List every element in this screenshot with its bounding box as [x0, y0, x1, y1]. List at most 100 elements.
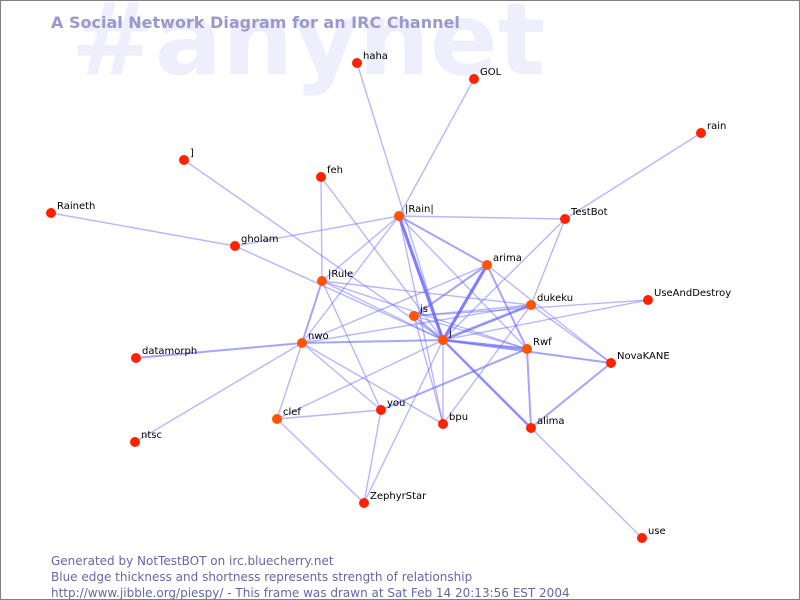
node-ZephyrStar [359, 498, 369, 508]
node-label-datamorph: datamorph [142, 346, 197, 357]
node-label-dukeku: dukeku [537, 293, 573, 304]
node-label-bracket: ] [190, 148, 194, 159]
node-label-haha: haha [363, 51, 388, 62]
footer-url-timestamp: http://www.jibble.org/piespy/ - This fra… [51, 586, 570, 600]
node-j [438, 335, 448, 345]
node-ntsc [130, 437, 140, 447]
edge-dukeku-NovaKANE [530, 304, 612, 364]
node-nwo [297, 338, 307, 348]
edge-js-Rwf [413, 315, 528, 350]
node-datamorph [131, 353, 141, 363]
edge-TestBot-j [442, 218, 566, 341]
node-GOL [469, 74, 479, 84]
edge-GOL-Rain [398, 78, 475, 217]
edge-nwo-j [301, 339, 444, 344]
node-arima [482, 260, 492, 270]
edge-bracket-j [183, 159, 444, 341]
node-js [409, 311, 419, 321]
node-label-nwo: nwo [308, 331, 329, 342]
edge-nwo-datamorph [135, 342, 303, 359]
edge-Rule-nwo [301, 280, 323, 344]
edge-gholam-Rain [234, 215, 400, 247]
edge-Rain-Rule [321, 215, 400, 282]
edge-Rule-you [321, 280, 382, 411]
edge-Rain-arima [398, 215, 488, 266]
edge-arima-js [413, 264, 488, 317]
edge-Rule-j [321, 280, 444, 341]
node-dukeku [526, 300, 536, 310]
node-use [637, 533, 647, 543]
node-alima [526, 423, 536, 433]
node-label-rain: rain [707, 121, 726, 132]
node-Rwf [522, 344, 532, 354]
node-label-Rule: |Rule [328, 269, 353, 280]
node-NovaKANE [606, 358, 616, 368]
edge-Rule-Rwf [321, 280, 528, 350]
edge-gholam-j [234, 245, 444, 341]
edge-dukeku-j [442, 303, 532, 342]
node-label-clef: clef [283, 407, 301, 418]
node-Rule [317, 276, 327, 286]
node-UseAndDestroy [643, 295, 653, 305]
edge-nwo-ntsc [134, 342, 303, 443]
edge-NovaKANE-alima [530, 362, 612, 429]
node-TestBot [560, 214, 570, 224]
edge-clef-ZephyrStar [276, 418, 365, 504]
node-feh [316, 172, 326, 182]
node-label-gholam: gholam [241, 234, 278, 245]
footer-generated-by: Generated by NotTestBOT on irc.bluecherr… [51, 554, 334, 568]
node-label-NovaKANE: NovaKANE [617, 351, 670, 362]
edge-dukeku-js [413, 304, 532, 317]
edge-clef-you [276, 409, 382, 420]
node-label-j: j [448, 328, 452, 339]
footer-legend: Blue edge thickness and shortness repres… [51, 570, 473, 584]
edge-feh-j [320, 176, 444, 341]
node-label-feh: feh [327, 165, 343, 176]
edge-alima-use [530, 427, 643, 539]
node-bracket [179, 155, 189, 165]
edge-nwo-you [301, 342, 382, 411]
edge-dukeku-bpu [442, 304, 532, 425]
node-bpu [438, 419, 448, 429]
node-clef [272, 414, 282, 424]
edge-rain-TestBot [564, 132, 702, 220]
channel-watermark: #anynet [71, 0, 546, 98]
edge-j-clef [276, 339, 444, 420]
edge-TestBot-dukeku [530, 218, 566, 306]
node-label-ntsc: ntsc [141, 430, 162, 441]
edge-UseAndDestroy-j [442, 299, 649, 341]
node-label-alima: alima [537, 416, 565, 427]
edge-nwo-clef [276, 342, 303, 420]
node-label-UseAndDestroy: UseAndDestroy [654, 288, 731, 299]
node-label-arima: arima [493, 253, 522, 264]
edge-Rain-j [397, 215, 445, 341]
node-Rain [394, 211, 404, 221]
edge-Raineth-gholam [50, 212, 236, 247]
edge-js-bpu [413, 315, 444, 425]
node-rain [696, 128, 706, 138]
edge-js-j [413, 315, 444, 341]
node-label-ZephyrStar: ZephyrStar [370, 491, 427, 502]
edge-j-alima [442, 339, 532, 429]
edge-j-ZephyrStar [363, 339, 444, 504]
node-you [376, 405, 386, 415]
edge-haha-j [356, 62, 444, 341]
edge-arima-Rwf [486, 264, 528, 350]
edge-Rwf-alima [526, 348, 532, 429]
edge-dukeku-nwo [301, 304, 532, 344]
edge-feh-Rule [320, 176, 323, 282]
node-label-js: js [419, 304, 428, 315]
edge-arima-NovaKANE [486, 264, 612, 364]
node-haha [352, 58, 362, 68]
node-label-Rain: |Rain| [405, 204, 434, 215]
edge-Rwf-you [380, 348, 528, 411]
node-label-TestBot: TestBot [570, 207, 608, 218]
node-label-bpu: bpu [449, 412, 468, 423]
edge-arima-j [441, 264, 489, 341]
diagram-title: A Social Network Diagram for an IRC Chan… [51, 13, 460, 32]
node-Raineth [46, 208, 56, 218]
node-label-Rwf: Rwf [533, 337, 552, 348]
edge-Rain-nwo [301, 215, 400, 344]
